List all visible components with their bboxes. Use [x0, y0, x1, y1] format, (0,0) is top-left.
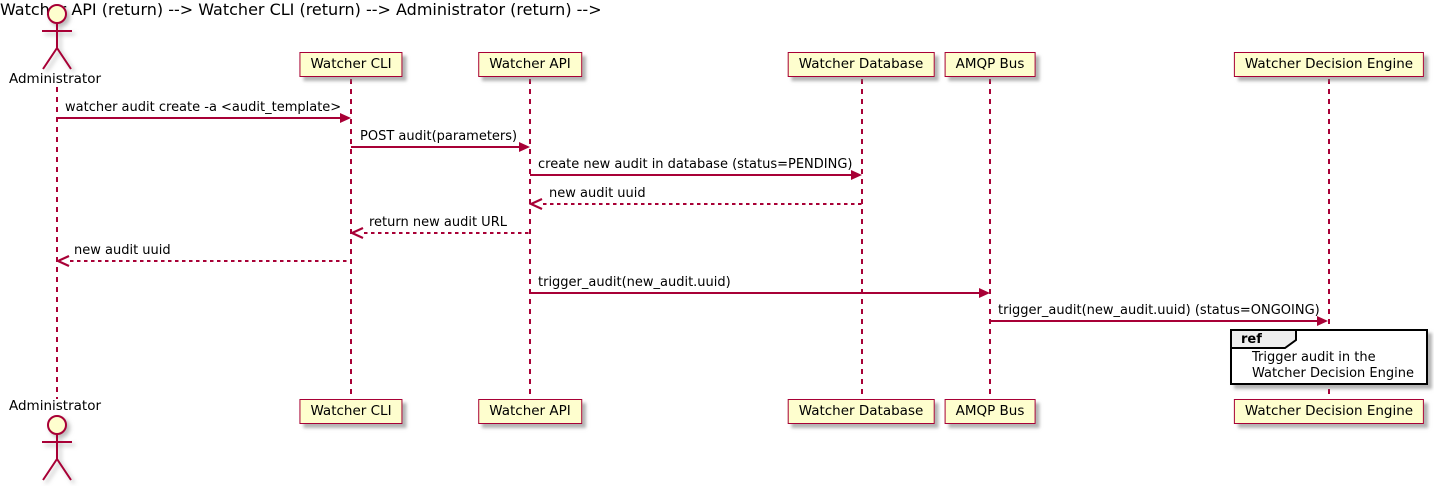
message-line — [57, 117, 340, 119]
message-line — [530, 292, 979, 294]
lifeline-administrator — [56, 87, 58, 399]
message-label: POST audit(parameters) — [360, 129, 518, 144]
message-line — [990, 320, 1317, 322]
arrowhead-right-icon — [1317, 316, 1328, 326]
lifeline-watcher-api — [529, 79, 531, 399]
actor-icon — [42, 4, 72, 70]
message-label: new audit uuid — [74, 243, 171, 258]
message-label: new audit uuid — [549, 186, 646, 201]
participant-box-watcher-cli-bottom: Watcher CLI — [299, 399, 403, 424]
actor-icon — [42, 415, 72, 481]
arrowhead-left-icon — [350, 227, 364, 239]
participant-box-amqp-bus-top: AMQP Bus — [944, 52, 1036, 77]
message-label: trigger_audit(new_audit.uuid) — [538, 275, 731, 290]
ref-fragment: ref Trigger audit in the Watcher Decisio… — [1230, 329, 1428, 385]
message-line — [543, 203, 862, 205]
message-line — [530, 174, 851, 176]
arrowhead-left-icon — [56, 255, 70, 267]
participant-box-watcher-cli-top: Watcher CLI — [299, 52, 403, 77]
actor-label-top: Administrator — [8, 71, 102, 87]
participant-box-watcher-api-top: Watcher API — [478, 52, 582, 77]
participant-box-watcher-database-bottom: Watcher Database — [787, 399, 935, 424]
ref-pentagon-icon — [1230, 329, 1297, 349]
message-label: watcher audit create -a <audit_template> — [65, 100, 342, 115]
arrowhead-left-icon — [529, 198, 543, 210]
ref-text-line: Watcher Decision Engine — [1252, 366, 1414, 381]
ref-keyword: ref — [1241, 332, 1262, 347]
message-line — [364, 232, 530, 234]
lifeline-watcher-decision-engine — [1328, 79, 1330, 399]
message-line — [70, 260, 351, 262]
participant-box-watcher-decision-engine-bottom: Watcher Decision Engine — [1233, 399, 1425, 424]
message-label: trigger_audit(new_audit.uuid) (status=ON… — [998, 303, 1320, 318]
arrowhead-right-icon — [519, 142, 530, 152]
lifeline-watcher-cli — [350, 79, 352, 399]
actor-label-bottom: Administrator — [8, 398, 102, 414]
ref-text-line: Trigger audit in the — [1252, 350, 1376, 365]
lifeline-amqp-bus — [989, 79, 991, 399]
arrowhead-right-icon — [340, 113, 351, 123]
message-label: return new audit URL — [369, 215, 507, 230]
participant-box-watcher-decision-engine-top: Watcher Decision Engine — [1233, 52, 1425, 77]
arrowhead-right-icon — [851, 170, 862, 180]
participant-box-watcher-api-bottom: Watcher API — [478, 399, 582, 424]
ref-text: Trigger audit in the Watcher Decision En… — [1252, 350, 1414, 382]
lifeline-watcher-database — [861, 79, 863, 399]
participant-box-amqp-bus-bottom: AMQP Bus — [944, 399, 1036, 424]
arrowhead-right-icon — [979, 288, 990, 298]
message-line — [351, 146, 519, 148]
message-label: create new audit in database (status=PEN… — [538, 157, 853, 172]
participant-box-watcher-database-top: Watcher Database — [787, 52, 935, 77]
